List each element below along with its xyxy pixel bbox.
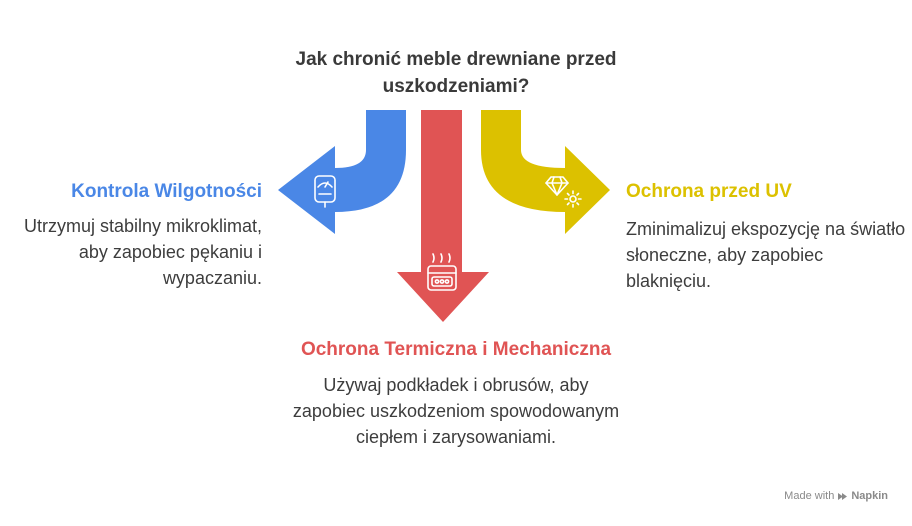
diagram-title: Jak chronić meble drewniane przed uszkod…: [295, 49, 617, 97]
napkin-brand: Napkin: [851, 490, 888, 502]
hygrometer-icon: [314, 175, 336, 208]
right-arrow: [481, 110, 610, 234]
right-heading: Ochrona przed UV: [626, 181, 792, 202]
hot-plate-icon: [427, 253, 457, 291]
center-description: Używaj podkładek i obrusów, aby zapobiec…: [292, 375, 620, 447]
center-heading: Ochrona Termiczna i Mechaniczna: [300, 339, 612, 360]
made-with-label: Made with: [784, 490, 835, 502]
center-arrow: [397, 110, 489, 322]
right-description: Zminimalizuj ekspozycję na światło słone…: [626, 219, 906, 291]
napkin-logo-icon: [838, 492, 848, 500]
left-description: Utrzymuj stabilny mikroklimat, aby zapob…: [23, 216, 262, 288]
left-heading: Kontrola Wilgotności: [71, 181, 262, 202]
gem-sun-icon: [545, 176, 582, 208]
footer-watermark: Made with Napkin: [784, 490, 888, 502]
left-arrow: [278, 110, 406, 234]
